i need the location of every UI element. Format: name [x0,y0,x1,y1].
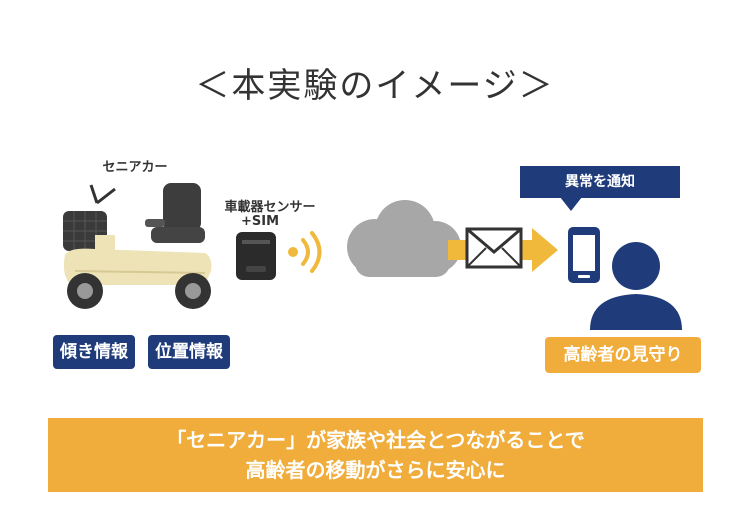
sensor-device-icon [236,232,276,280]
cloud-icon [347,200,461,277]
sensor-label: 車載器センサー [224,200,316,215]
tag-location-info: 位置情報 [148,335,230,369]
tag-tilt-info: 傾き情報 [53,335,135,369]
page-title: ＜本実験のイメージ＞ [195,66,555,106]
message-banner: 「セニアカー」が家族や社会とつながることで 高齢者の移動がさらに安心に [48,418,703,492]
scooter-label: セニアカー [102,160,168,175]
senior-car-image [63,183,212,309]
elderly-watch-label: 高齢者の見守り [545,337,701,373]
mail-icon [465,227,523,269]
sim-label: +SIM [240,214,280,229]
callout-pointer [560,197,582,211]
person-icon [590,242,682,330]
smartphone-icon [568,227,600,283]
signal-icon [288,231,322,273]
banner-line-2: 高齢者の移動がさらに安心に [245,458,506,482]
banner-line-1: 「セニアカー」が家族や社会とつながることで [166,428,585,452]
notify-callout: 異常を通知 [520,166,680,198]
